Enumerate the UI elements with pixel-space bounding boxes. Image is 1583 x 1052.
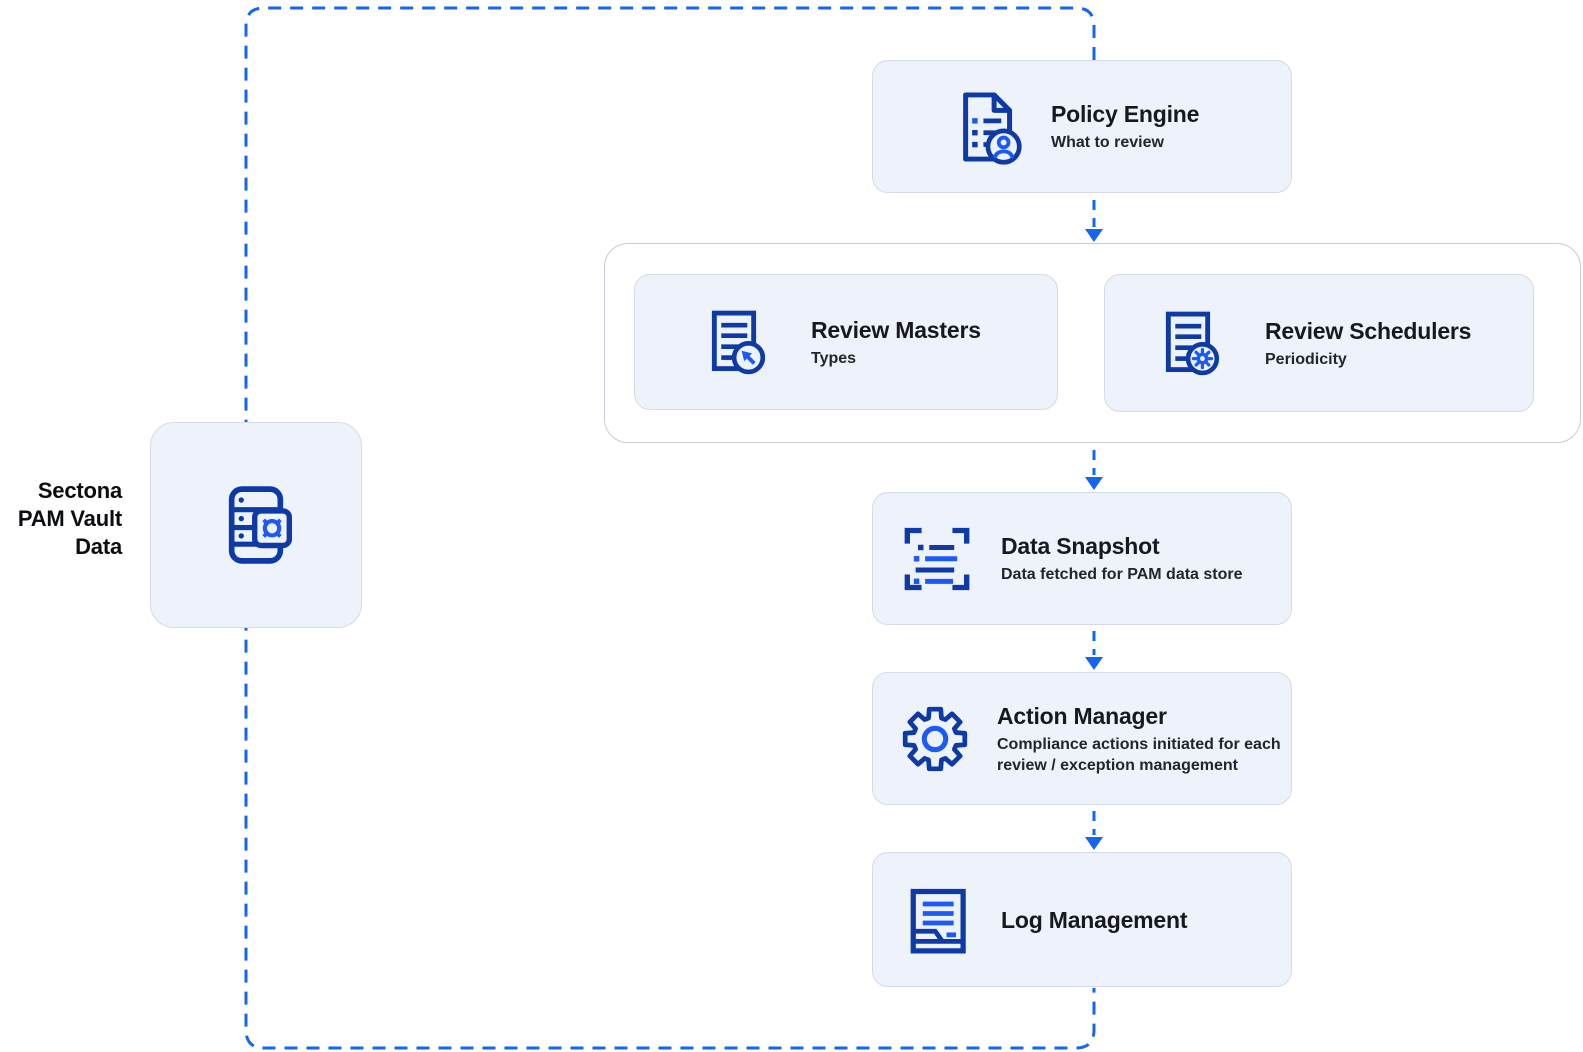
source-label-line: PAM Vault	[17, 506, 122, 531]
node-title: Action Manager	[997, 702, 1167, 729]
node-action-manager: Action Manager Compliance actions initia…	[872, 672, 1292, 805]
node-title: Policy Engine	[1051, 101, 1200, 127]
source-label-line: Sectona	[37, 478, 122, 503]
node-subtitle: Types	[811, 349, 857, 367]
node-subtitle: Data fetched for PAM data store	[1001, 566, 1243, 583]
source-label-line: Data	[75, 534, 122, 559]
node-subtitle: What to review	[1051, 134, 1164, 151]
node-title: Log Management	[1001, 906, 1188, 933]
node-data-snapshot: Data Snapshot Data fetched for PAM data …	[872, 492, 1292, 625]
document-arrow-icon	[711, 310, 766, 375]
flow-arrow-action-to-log	[1085, 811, 1103, 850]
node-subtitle: Periodicity	[1265, 350, 1347, 368]
scan-list-icon	[904, 527, 970, 590]
vault-server-icon	[228, 486, 293, 564]
source-label: Sectona PAM Vault Data	[2, 477, 122, 561]
node-log-management: Log Management	[872, 852, 1292, 987]
node-policy-engine: Policy Engine What to review	[872, 60, 1292, 193]
node-review-schedulers: Review Schedulers Periodicity	[1104, 274, 1534, 412]
log-document-icon	[910, 888, 966, 953]
node-review-masters: Review Masters Types	[634, 274, 1058, 410]
document-gear-icon	[1165, 311, 1220, 376]
node-title: Data Snapshot	[1001, 533, 1160, 559]
node-subtitle: Compliance actions initiated for each re…	[997, 735, 1281, 774]
flow-arrow-snapshot-to-action	[1085, 631, 1103, 670]
node-title: Review Masters	[811, 316, 981, 343]
gear-icon	[902, 706, 968, 771]
flow-arrow-review-to-snapshot	[1085, 450, 1103, 490]
node-title: Review Schedulers	[1265, 317, 1472, 344]
flow-arrow-policy-to-review	[1085, 200, 1103, 242]
document-user-icon	[963, 91, 1022, 165]
node-sectona-pam-vault-data	[150, 422, 362, 628]
